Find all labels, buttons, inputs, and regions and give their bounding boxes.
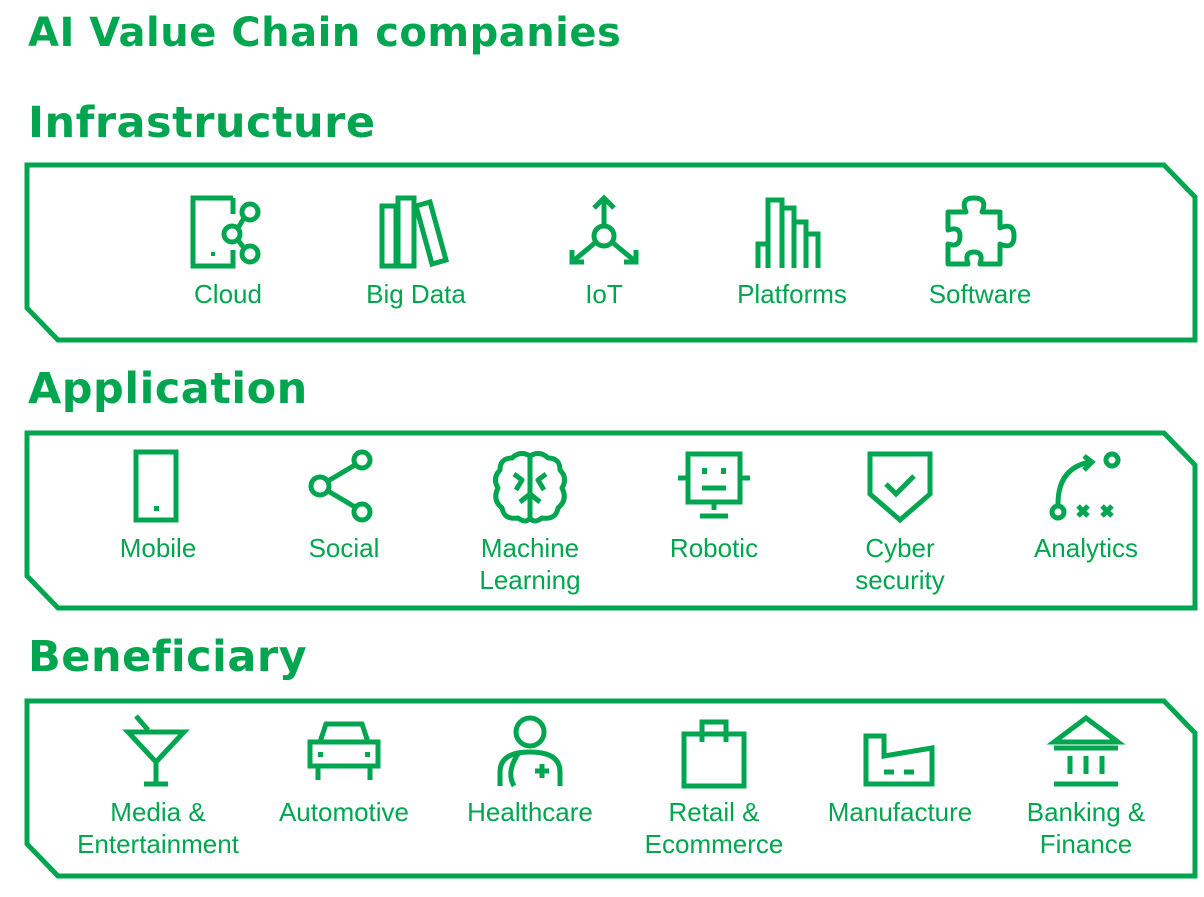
bank-icon <box>1046 714 1126 787</box>
item-cyber-security: Cyber security <box>810 448 990 596</box>
shopping-bag-icon <box>681 719 747 789</box>
section-frame-infrastructure: Cloud Big Data IoT Platforms Softwar <box>24 162 1200 344</box>
factory-icon <box>863 733 935 787</box>
item-label: Manufacture <box>827 797 973 827</box>
section-title-application: Application <box>28 364 308 414</box>
cloud-tablet-icon <box>190 195 261 269</box>
item-manufacture: Manufacture <box>810 712 990 828</box>
item-label: Big Data <box>366 279 466 309</box>
item-label: Healthcare <box>467 797 593 827</box>
section-title-beneficiary: Beneficiary <box>28 632 308 682</box>
item-software: Software <box>890 194 1070 310</box>
item-cloud: Cloud <box>138 194 318 310</box>
car-icon <box>307 721 381 780</box>
item-label: Software <box>928 279 1032 309</box>
item-platforms: Platforms <box>702 194 882 310</box>
share-icon <box>308 449 373 523</box>
item-label: Banking & Finance <box>1026 797 1146 859</box>
item-automotive: Automotive <box>254 712 434 828</box>
item-banking-finance: Banking & Finance <box>996 712 1176 860</box>
section-border <box>24 698 1198 879</box>
bar-chart-icon <box>755 197 821 268</box>
item-machine-learning: Machine Learning <box>440 448 620 596</box>
item-label: Platforms <box>737 279 847 309</box>
item-analytics: Analytics <box>996 448 1176 564</box>
mobile-phone-icon <box>133 449 179 523</box>
shield-check-icon <box>867 451 933 524</box>
item-label: IoT <box>585 279 623 309</box>
item-mobile: Mobile <box>68 448 248 564</box>
section-frame-application: Mobile Social Machine Learning Robotic <box>24 430 1200 612</box>
item-label: Social <box>308 533 380 563</box>
item-label: Robotic <box>669 533 759 563</box>
network-hub-icon <box>569 194 639 265</box>
item-label: Cloud <box>194 279 262 309</box>
doctor-icon <box>497 715 563 788</box>
item-label: Cyber security <box>855 533 945 595</box>
section-border <box>24 430 1198 611</box>
item-healthcare: Healthcare <box>440 712 620 828</box>
item-label: Analytics <box>1033 533 1139 563</box>
item-robotic: Robotic <box>624 448 804 564</box>
section-title-infrastructure: Infrastructure <box>28 98 376 148</box>
cocktail-glass-icon <box>122 714 190 787</box>
section-frame-beneficiary: Media & Entertainment Automotive Healthc… <box>24 698 1200 880</box>
item-social: Social <box>254 448 434 564</box>
item-iot: IoT <box>514 194 694 310</box>
page-title: AI Value Chain companies <box>28 10 622 56</box>
puzzle-piece-icon <box>945 195 1017 267</box>
play-strategy-icon <box>1049 451 1121 521</box>
item-label: Media & Entertainment <box>77 797 239 859</box>
item-media-entertainment: Media & Entertainment <box>68 712 248 860</box>
brain-icon <box>492 450 568 524</box>
item-label: Retail & Ecommerce <box>644 797 784 859</box>
books-icon <box>379 195 450 269</box>
robot-head-icon <box>678 451 750 519</box>
section-border <box>24 162 1198 343</box>
item-label: Mobile <box>119 533 197 563</box>
item-label: Automotive <box>278 797 410 827</box>
item-retail-ecommerce: Retail & Ecommerce <box>624 712 804 860</box>
item-label: Machine Learning <box>479 533 581 595</box>
item-big-data: Big Data <box>326 194 506 310</box>
